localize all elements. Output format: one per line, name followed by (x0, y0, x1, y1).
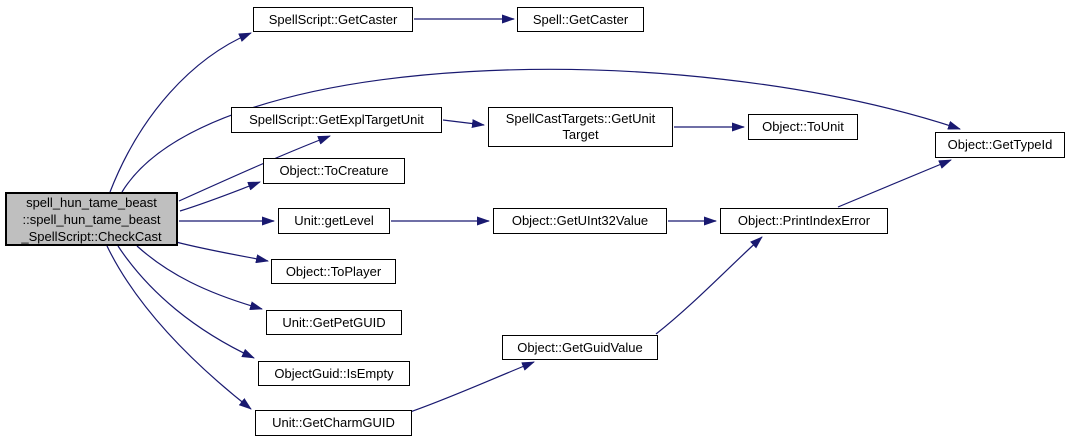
node-spell-hun-tame-beast-checkcast: spell_hun_tame_beast ::spell_hun_tame_be… (5, 192, 178, 246)
edge-getguidvalue-to-printindexerror (655, 236, 763, 335)
edge-checkcast-to-getpetguid (136, 245, 263, 311)
edge-checkcast-to-spellscript-getcaster (109, 32, 252, 193)
node-object-toplayer[interactable]: Object::ToPlayer (271, 259, 396, 284)
node-objectguid-isempty[interactable]: ObjectGuid::IsEmpty (258, 361, 410, 386)
node-object-tocreature[interactable]: Object::ToCreature (263, 158, 405, 184)
node-unit-getpetguid[interactable]: Unit::GetPetGUID (266, 310, 402, 335)
edge-checkcast-to-toplayer (175, 241, 269, 264)
node-object-getguidvalue[interactable]: Object::GetGuidValue (502, 335, 658, 360)
node-unit-getcharmguid[interactable]: Unit::GetCharmGUID (255, 410, 412, 436)
node-spell-getcaster[interactable]: Spell::GetCaster (517, 7, 644, 32)
edge-checkcast-to-isempty (117, 245, 255, 359)
node-spellscript-getexpltargetunit[interactable]: SpellScript::GetExplTargetUnit (231, 107, 442, 133)
edge-getexpltargetunit-to-getunittarget (442, 119, 485, 129)
edge-getcharmguid-to-getguidvalue (409, 361, 535, 413)
node-object-getuint32value[interactable]: Object::GetUInt32Value (493, 208, 667, 234)
node-unit-getlevel[interactable]: Unit::getLevel (278, 208, 390, 234)
edge-checkcast-to-tocreature (179, 181, 261, 212)
node-object-printindexerror[interactable]: Object::PrintIndexError (720, 208, 888, 234)
edge-printindexerror-to-gettypeid (837, 159, 952, 208)
node-spellcasttargets-getunittarget[interactable]: SpellCastTargets::GetUnit Target (488, 107, 673, 147)
edge-checkcast-to-getcharmguid (106, 245, 252, 410)
node-spellscript-getcaster[interactable]: SpellScript::GetCaster (253, 7, 413, 32)
node-object-gettypeid[interactable]: Object::GetTypeId (935, 132, 1065, 158)
node-object-tounit[interactable]: Object::ToUnit (748, 114, 858, 140)
